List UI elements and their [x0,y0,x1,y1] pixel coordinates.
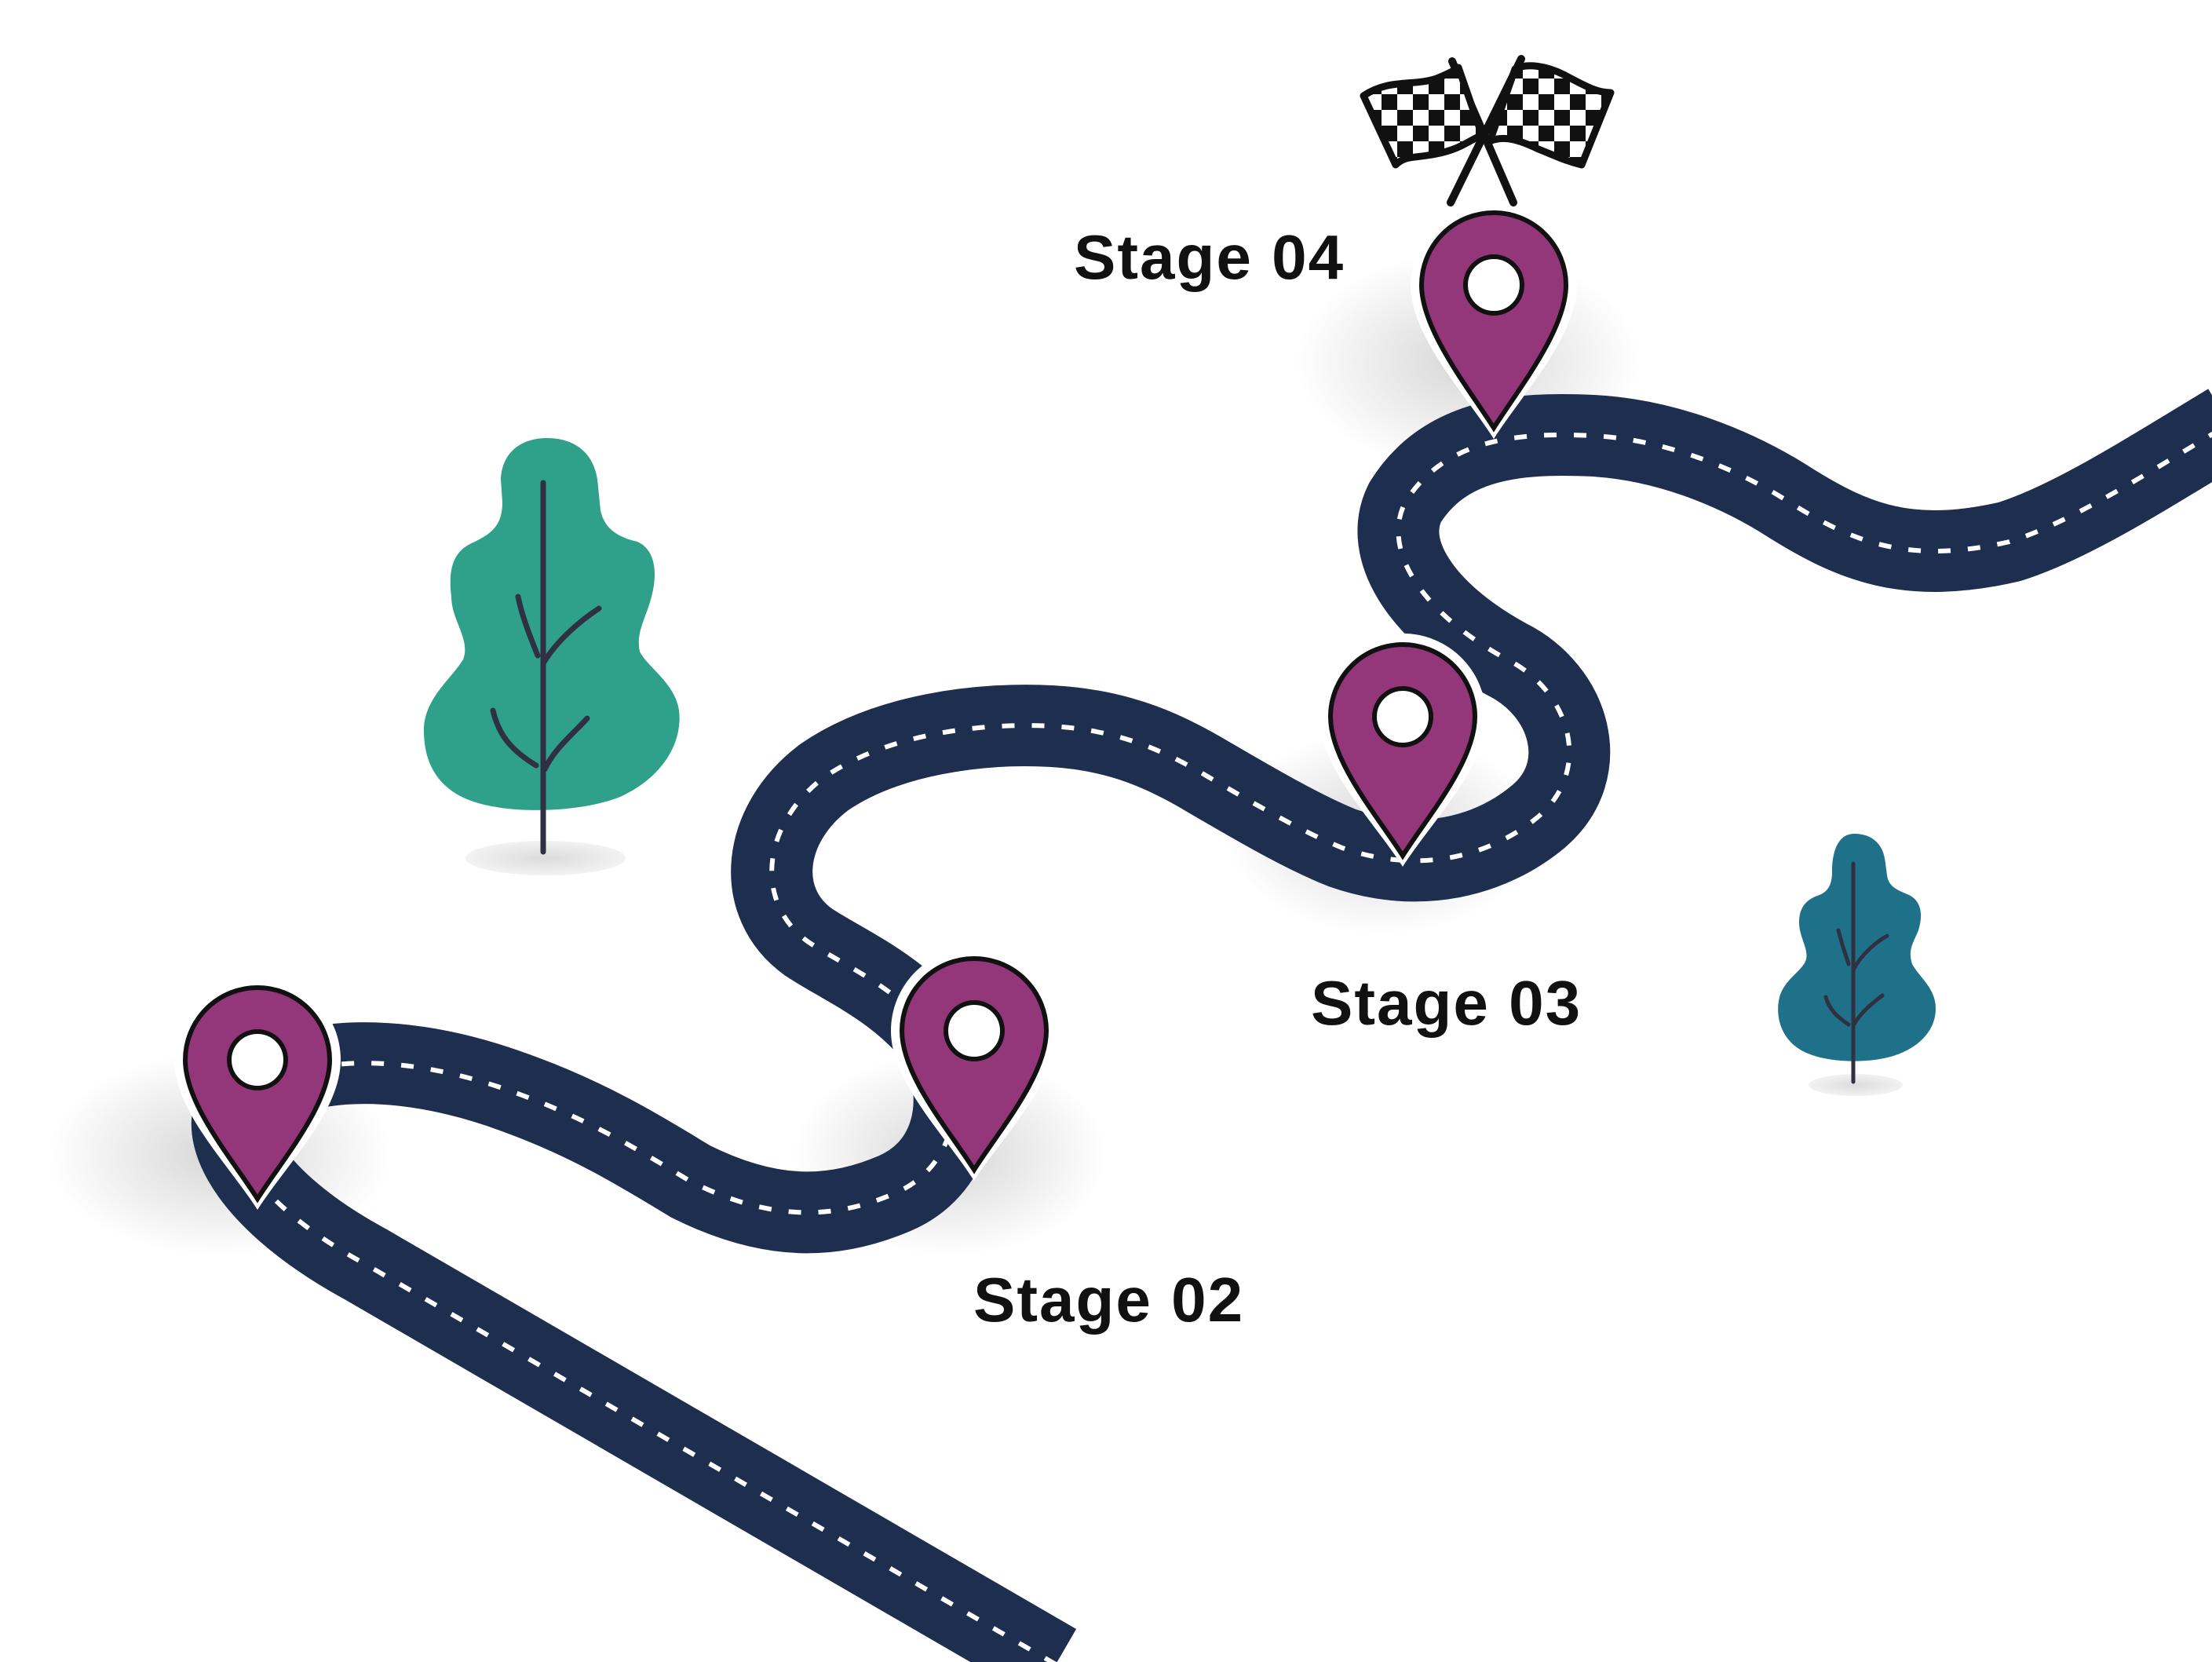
tree-blue-trunk [1823,861,1889,1084]
stage-label-04: Stage 04 [1074,222,1345,292]
stage-02-pin [891,948,1057,1181]
stage-01-pin-body [182,985,333,1204]
stage-02-pin-body [899,956,1049,1174]
road-center-line [230,431,2212,1662]
stage-01-pin [174,977,341,1210]
stage-04-pin-body [1418,210,1569,433]
checkered-flags-icon [1360,55,1615,206]
tree-blue-canopy [1778,834,1936,1061]
stage-04-pin [1411,202,1577,439]
stage-03-pin-body [1327,642,1478,860]
stage-02-pin-hole [944,1000,1005,1061]
stage-03-pin-hole [1372,686,1433,747]
stage-label-03: Stage 03 [1311,968,1582,1038]
tree-green-canopy [424,438,680,810]
tree-blue [1778,834,1936,1096]
stage-pins [174,202,1577,1210]
tree-green-trunk [490,480,602,855]
tree-green [424,438,680,875]
stage-04-pin-hole [1463,254,1524,316]
winding-road [192,389,2212,1662]
stage-labels: Stage 04 Stage 03 Stage 02 [973,222,1582,1335]
stage-03-pin [1319,633,1486,867]
stage-label-02: Stage 02 [973,1265,1244,1335]
flag-left [1360,64,1486,169]
flag-right [1486,62,1615,169]
stage-01-pin-hole [227,1029,288,1090]
